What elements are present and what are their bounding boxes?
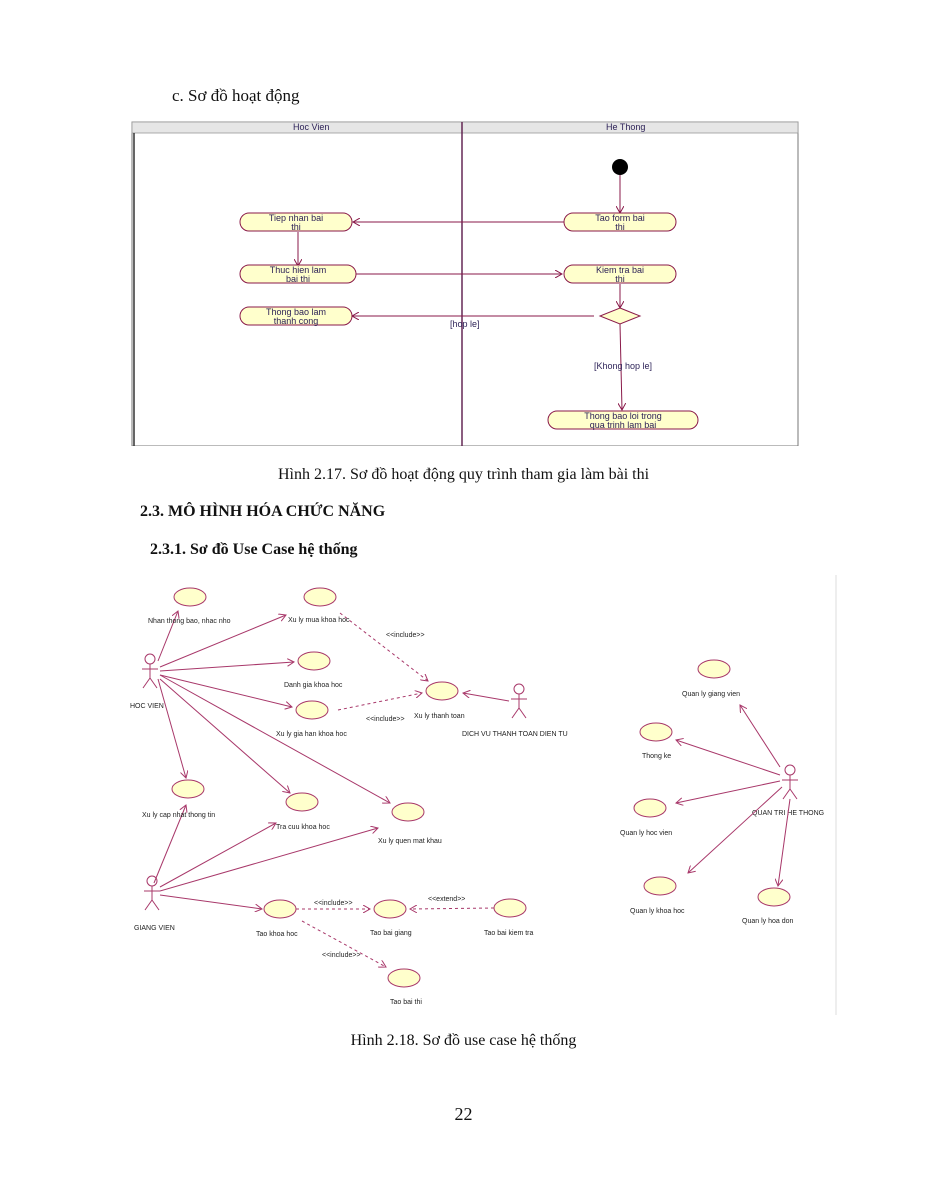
- actor-dich-vu-thanh-toan: [511, 683, 527, 719]
- extend-label: <<extend>>: [428, 896, 465, 903]
- figure-caption-2-18: Hình 2.18. Sơ đồ use case hệ thống: [350, 1032, 577, 1049]
- activity-thong-bao-loi: Thong bao loi trong qua trinh lam bai: [547, 410, 699, 430]
- uc-label-quen-mk: Xu ly quen mat khau: [378, 838, 442, 845]
- uc-ql-giang-vien: [697, 659, 731, 679]
- include-label-2: <<include>>: [366, 716, 405, 723]
- uc-quen-mk: [391, 802, 425, 822]
- guard-khong-hop-le: [Khong hop le]: [594, 361, 652, 371]
- activity-kiem-tra: Kiem tra bai thi: [563, 264, 677, 284]
- uc-label-tao-khoa-hoc: Tao khoa hoc: [256, 931, 298, 938]
- decision-node: [598, 307, 642, 325]
- actor-quan-tri: [782, 764, 798, 800]
- figure-caption-2-17: Hình 2.17. Sơ đồ hoạt động quy trình tha…: [277, 466, 650, 483]
- activity-tiep-nhan: Tiep nhan bai thi: [239, 212, 353, 232]
- uc-tao-bai-giang: [373, 899, 407, 919]
- guard-hop-le: [hop le]: [450, 319, 480, 329]
- initial-node: [612, 159, 628, 175]
- uc-ql-khoa-hoc: [643, 876, 677, 896]
- uc-tao-khoa-hoc: [263, 899, 297, 919]
- uc-thong-ke: [639, 722, 673, 742]
- lane-he-thong: He Thong: [606, 122, 645, 132]
- svg-text:thanh cong: thanh cong: [274, 316, 319, 326]
- uc-label-ql-khoa-hoc: Quan ly khoa hoc: [630, 908, 685, 915]
- uc-danh-gia: [297, 651, 331, 671]
- activity-thuc-hien: Thuc hien lam bai thi: [239, 264, 357, 284]
- svg-text:Kiem tra bai: Kiem tra bai: [596, 265, 644, 275]
- uc-label-cap-nhat: Xu ly cap nhat thong tin: [142, 812, 215, 819]
- uc-label-gia-han: Xu ly gia han khoa hoc: [276, 731, 347, 738]
- uc-label-tao-bai-giang: Tao bai giang: [370, 930, 412, 937]
- uc-label-ql-giang-vien: Quan ly giang vien: [682, 691, 740, 698]
- lane-hoc-vien: Hoc Vien: [293, 122, 329, 132]
- uc-label-mua-khoa-hoc: Xu ly mua khoa hoc: [288, 617, 350, 624]
- uc-nhan-thong-bao: [173, 587, 207, 607]
- svg-text:Thuc hien lam: Thuc hien lam: [270, 265, 327, 275]
- include-label-3: <<include>>: [314, 900, 353, 907]
- svg-text:Thong bao lam: Thong bao lam: [266, 307, 326, 317]
- svg-text:thi: thi: [615, 222, 625, 232]
- activity-thong-bao-thanh-cong: Thong bao lam thanh cong: [239, 306, 353, 326]
- page-number: 22: [454, 1104, 473, 1124]
- uc-mua-khoa-hoc: [303, 587, 337, 607]
- uc-label-thong-ke: Thong ke: [642, 753, 671, 760]
- svg-text:Tiep nhan bai: Tiep nhan bai: [269, 213, 323, 223]
- uc-label-ql-hoc-vien: Quan ly hoc vien: [620, 830, 672, 837]
- include-label-1: <<include>>: [386, 632, 425, 639]
- svg-text:Thong bao loi trong: Thong bao loi trong: [584, 411, 662, 421]
- activity-diagram: Hoc Vien He Thong Tiep nhan bai thi Tao …: [131, 121, 799, 446]
- include-label-4: <<include>>: [322, 952, 361, 959]
- usecase-diagram: HOC VIEN GIANG VIEN DICH VU THANH TOAN D…: [130, 575, 837, 1015]
- uc-tra-cuu: [285, 792, 319, 812]
- uc-label-thanh-toan: Xu ly thanh toan: [414, 713, 465, 720]
- uc-label-nhan-thong-bao: Nhan thong bao, nhac nho: [148, 618, 231, 625]
- subsection-heading: c. Sơ đồ hoạt động: [172, 86, 300, 105]
- section-heading-2-3-1: 2.3.1. Sơ đồ Use Case hệ thống: [150, 541, 358, 558]
- svg-text:Tao form bai: Tao form bai: [595, 213, 645, 223]
- uc-tao-bai-thi: [387, 968, 421, 988]
- actor-giang-vien: [144, 875, 160, 911]
- section-heading-2-3: 2.3. MÔ HÌNH HÓA CHỨC NĂNG: [140, 503, 386, 520]
- uc-ql-hoa-don: [757, 887, 791, 907]
- svg-text:bai thi: bai thi: [286, 274, 310, 284]
- actor-label-hoc-vien: HOC VIEN: [130, 703, 164, 710]
- uc-cap-nhat: [171, 779, 205, 799]
- uc-label-tao-bai-thi: Tao bai thi: [390, 999, 422, 1006]
- activity-tao-form: Tao form bai thi: [563, 212, 677, 232]
- uc-thanh-toan: [425, 681, 459, 701]
- svg-text:thi: thi: [291, 222, 301, 232]
- svg-text:thi: thi: [615, 274, 625, 284]
- uc-ql-hoc-vien: [633, 798, 667, 818]
- uc-gia-han: [295, 700, 329, 720]
- svg-text:qua trinh lam bai: qua trinh lam bai: [590, 420, 657, 430]
- uc-label-danh-gia: Danh gia khoa hoc: [284, 682, 343, 689]
- uc-label-tra-cuu: Tra cuu khoa hoc: [276, 824, 330, 831]
- actor-hoc-vien: [142, 653, 158, 689]
- uc-tao-kiem-tra: [493, 898, 527, 918]
- uc-label-ql-hoa-don: Quan ly hoa don: [742, 918, 793, 925]
- actor-label-giang-vien: GIANG VIEN: [134, 925, 175, 932]
- uc-label-tao-kiem-tra: Tao bai kiem tra: [484, 930, 534, 937]
- actor-label-dich-vu: DICH VU THANH TOAN DIEN TU: [462, 731, 568, 738]
